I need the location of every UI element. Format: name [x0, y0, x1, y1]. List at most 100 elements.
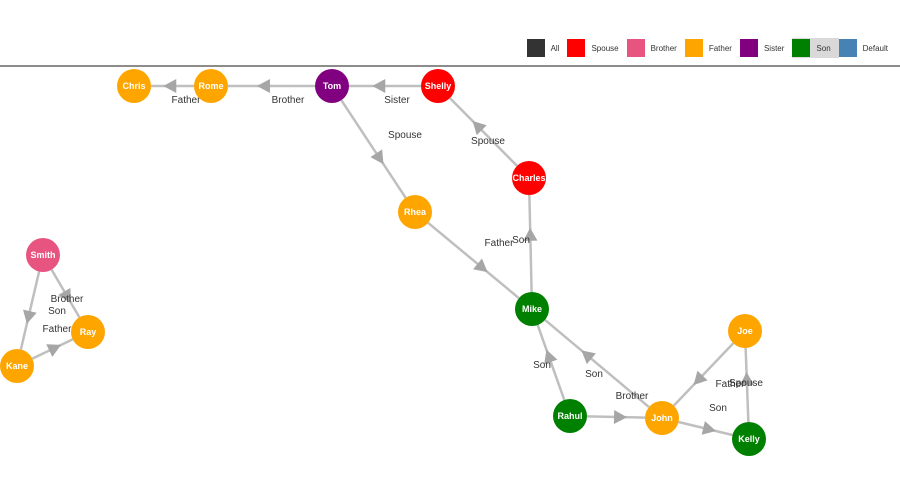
legend-label: Default — [862, 43, 888, 53]
graph-edges — [19, 79, 754, 437]
arrowhead-rome-chris — [163, 79, 177, 93]
node-kane[interactable]: Kane — [0, 349, 34, 383]
legend-label: Son — [816, 43, 831, 53]
arrowhead-tom-rome — [256, 79, 270, 93]
node-circle[interactable] — [645, 401, 679, 435]
edge-label: Father — [43, 324, 73, 335]
legend-swatch — [626, 39, 645, 57]
legend-item-all[interactable]: All — [526, 38, 568, 58]
node-circle[interactable] — [26, 238, 60, 272]
node-label: Kane — [6, 361, 28, 371]
edge-joe-john — [672, 342, 735, 407]
node-label: John — [651, 413, 673, 423]
arrowhead-rahul-mike — [544, 349, 558, 365]
node-charles[interactable]: Charles — [512, 161, 546, 195]
node-kelly[interactable]: Kelly — [732, 422, 766, 456]
edge-label: Son — [533, 360, 551, 371]
arrowhead-kelly-joe — [740, 372, 754, 386]
edge-label: Father — [485, 238, 515, 249]
edge-label: Father — [716, 379, 746, 390]
node-label: Joe — [737, 326, 753, 336]
arrowhead-rahul-john — [613, 409, 628, 424]
node-label: Charles — [512, 173, 545, 183]
arrowhead-john-kelly — [701, 421, 716, 435]
edge-label: Spouse — [729, 378, 763, 389]
node-mike[interactable]: Mike — [515, 292, 549, 326]
node-label: Ray — [80, 327, 97, 337]
node-label: Rhea — [404, 207, 427, 217]
node-ray[interactable]: Ray — [71, 315, 105, 349]
edge-john-mike — [544, 318, 650, 409]
edge-charles-shelly — [449, 97, 518, 167]
edge-label: Son — [585, 369, 603, 380]
edge-tom-rhea — [340, 99, 407, 199]
node-rome[interactable]: Rome — [194, 69, 228, 103]
legend-item-brother[interactable]: Brother — [626, 38, 685, 58]
node-circle[interactable] — [553, 399, 587, 433]
node-circle[interactable] — [421, 69, 455, 103]
node-shelly[interactable]: Shelly — [421, 69, 455, 103]
edge-label: Spouse — [471, 136, 505, 147]
arrowhead-smith-ray — [58, 287, 71, 303]
edge-label: Brother — [272, 95, 305, 106]
node-john[interactable]: John — [645, 401, 679, 435]
edge-mike-charles — [528, 194, 533, 293]
edge-smith-kane — [19, 271, 41, 350]
node-label: Kelly — [738, 434, 760, 444]
node-circle[interactable] — [0, 349, 34, 383]
node-label: Rahul — [557, 411, 582, 421]
arrowhead-charles-shelly — [472, 120, 487, 136]
node-label: Shelly — [425, 81, 452, 91]
legend-swatch — [739, 39, 758, 57]
legend-item-father[interactable]: Father — [684, 38, 740, 58]
arrowhead-shelly-tom — [372, 79, 386, 93]
node-circle[interactable] — [117, 69, 151, 103]
legend-label: Spouse — [591, 43, 619, 53]
node-label: Chris — [122, 81, 145, 91]
edge-label: Son — [709, 403, 727, 414]
arrowhead-smith-kane — [23, 309, 37, 324]
node-smith[interactable]: Smith — [26, 238, 60, 272]
node-tom[interactable]: Tom — [315, 69, 349, 103]
legend-label: Sister — [763, 43, 785, 53]
edge-label: Brother — [616, 391, 649, 402]
node-circle[interactable] — [315, 69, 349, 103]
edge-label: Father — [172, 95, 202, 106]
edge-label: Brother — [51, 294, 84, 305]
edge-label: Spouse — [388, 130, 422, 141]
legend-item-spouse[interactable]: Spouse — [567, 38, 626, 58]
node-label: Tom — [323, 81, 341, 91]
node-circle[interactable] — [728, 314, 762, 348]
legend-item-default[interactable]: Default — [838, 38, 896, 58]
arrowhead-tom-rhea — [370, 149, 384, 165]
node-joe[interactable]: Joe — [728, 314, 762, 348]
node-chris[interactable]: Chris — [117, 69, 151, 103]
node-circle[interactable] — [515, 292, 549, 326]
legend-label: All — [550, 43, 560, 53]
node-rahul[interactable]: Rahul — [553, 399, 587, 433]
node-circle[interactable] — [512, 161, 546, 195]
edge-rhea-mike — [427, 221, 520, 300]
legend-swatch — [684, 39, 703, 57]
node-circle[interactable] — [71, 315, 105, 349]
node-label: Mike — [522, 304, 542, 314]
legend-label: Father — [708, 43, 732, 53]
edge-label: Sister — [384, 95, 410, 106]
node-label: Rome — [198, 81, 223, 91]
arrowhead-kane-ray — [46, 344, 62, 357]
edge-rahul-mike — [536, 324, 566, 401]
arrowhead-mike-charles — [523, 227, 538, 241]
node-rhea[interactable]: Rhea — [398, 195, 432, 229]
legend-item-sister[interactable]: Sister — [739, 38, 792, 58]
node-circle[interactable] — [398, 195, 432, 229]
legend-label: Brother — [650, 43, 677, 53]
node-circle[interactable] — [732, 422, 766, 456]
legend: All Spouse Brother Father Sister Son Def… — [526, 38, 896, 58]
node-circle[interactable] — [194, 69, 228, 103]
legend-item-son[interactable]: Son — [792, 38, 839, 58]
edge-label: Son — [512, 235, 530, 246]
arrowhead-rhea-mike — [473, 258, 488, 273]
